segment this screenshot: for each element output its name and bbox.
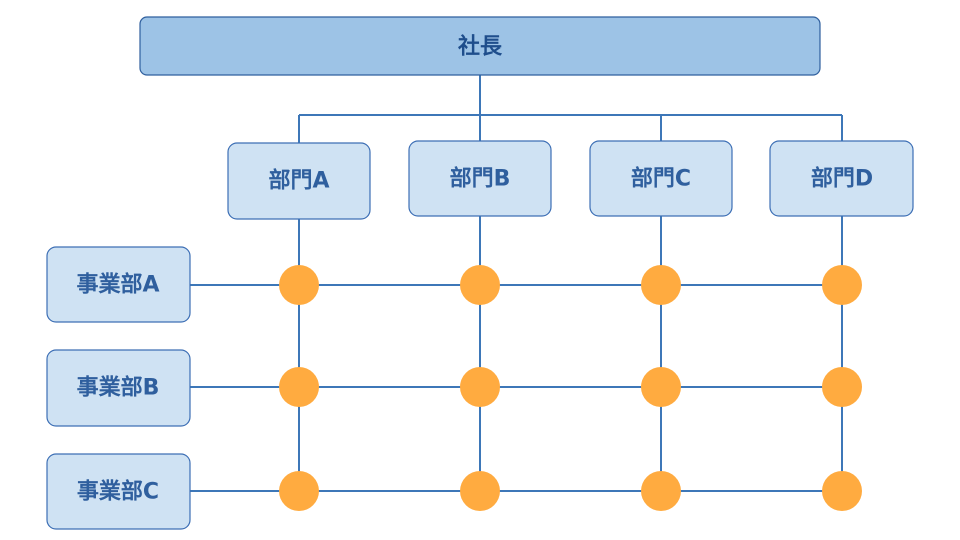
intersection-node (822, 367, 862, 407)
intersection-node (641, 471, 681, 511)
division-box-shape (46, 349, 191, 427)
president-label: 社長 (458, 34, 503, 60)
intersection-node (279, 367, 319, 407)
department-label: 部門C (631, 166, 691, 192)
department-box-d[interactable]: 部門D (769, 140, 914, 217)
department-label: 部門B (450, 166, 511, 192)
department-box-shape (769, 140, 914, 217)
division-box-a[interactable]: 事業部A (46, 246, 191, 323)
division-label: 事業部A (76, 272, 159, 298)
department-label: 部門A (268, 168, 329, 194)
division-label: 事業部B (77, 375, 160, 401)
intersection-node (641, 265, 681, 305)
division-box-b[interactable]: 事業部B (46, 349, 191, 427)
president-box-shape (139, 16, 821, 76)
intersection-node (460, 265, 500, 305)
department-box-b[interactable]: 部門B (408, 140, 552, 217)
intersection-node (460, 471, 500, 511)
intersection-node (460, 367, 500, 407)
intersection-nodes (279, 265, 862, 511)
division-label: 事業部C (77, 479, 159, 505)
intersection-node (822, 471, 862, 511)
department-label: 部門D (811, 166, 873, 192)
department-box-shape (227, 142, 371, 220)
division-box-c[interactable]: 事業部C (46, 453, 191, 530)
division-box-shape (46, 246, 191, 323)
division-box-shape (46, 453, 191, 530)
department-box-a[interactable]: 部門A (227, 142, 371, 220)
department-box-c[interactable]: 部門C (589, 140, 733, 217)
department-box-shape (408, 140, 552, 217)
department-box-shape (589, 140, 733, 217)
intersection-node (279, 265, 319, 305)
president-box[interactable]: 社長 (139, 16, 821, 76)
intersection-node (822, 265, 862, 305)
intersection-node (279, 471, 319, 511)
intersection-node (641, 367, 681, 407)
